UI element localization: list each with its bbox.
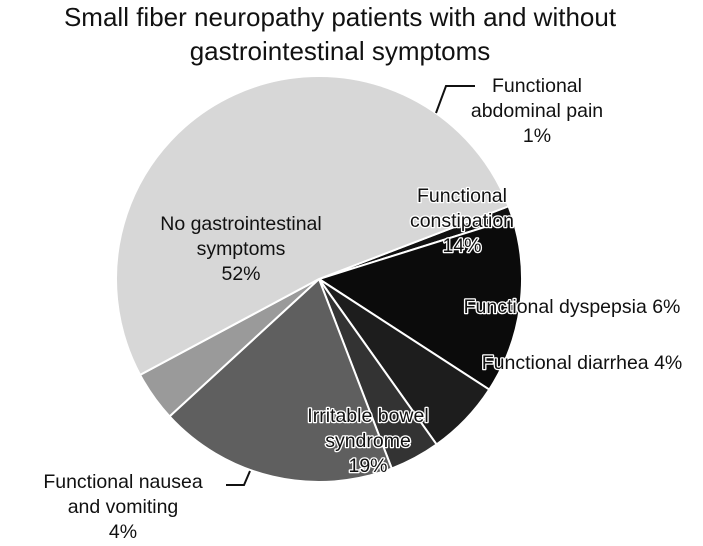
slice-label-functional-nausea-and-vomiting-line-1: Functional nausea bbox=[43, 471, 203, 493]
leader-line-functional-abdominal-pain bbox=[435, 85, 475, 114]
pie-slice-irritable-bowel-syndrome bbox=[168, 278, 393, 483]
slice-label-no-gastrointestinal-symptoms-line-1: No gastrointestinal bbox=[160, 213, 322, 235]
chart-title-line-1: Small fiber neuropathy patients with and… bbox=[63, 2, 617, 32]
slice-label-functional-constipation-line-2: constipation bbox=[410, 210, 514, 232]
slice-label-functional-nausea-and-vomiting-line-2: and vomiting bbox=[68, 496, 179, 518]
slice-label-functional-abdominal-pain-line-2: abdominal pain bbox=[471, 100, 603, 122]
slice-label-irritable-bowel-syndrome-line-3: 19% bbox=[348, 455, 387, 477]
pie-slice-no-gastrointestinal-symptoms bbox=[115, 75, 510, 376]
chart-title-line-2: gastrointestinal symptoms bbox=[189, 36, 491, 66]
slice-label-functional-abdominal-pain-line-3: 1% bbox=[523, 125, 551, 147]
pie-labels: Functional abdominal pain 1% Functional cons… bbox=[43, 75, 683, 543]
slice-label-functional-abdominal-pain-line-1: Functional bbox=[492, 75, 582, 97]
pie-slice-functional-constipation bbox=[318, 217, 523, 391]
slice-label-functional-nausea-and-vomiting-line-3: 4% bbox=[109, 521, 137, 543]
slice-label-functional-diarrhea-line-1: Functional diarrhea 4% bbox=[482, 352, 683, 374]
slice-label-functional-dyspepsia-line-1: Functional dyspepsia 6% bbox=[464, 296, 681, 318]
slice-label-functional-constipation-line-1: Functional bbox=[417, 185, 507, 207]
slice-label-no-gastrointestinal-symptoms-line-3: 52% bbox=[221, 263, 260, 285]
slice-label-functional-constipation-line-3: 14% bbox=[442, 235, 481, 257]
slice-label-irritable-bowel-syndrome-line-2: syndrome bbox=[325, 430, 411, 452]
slice-label-irritable-bowel-syndrome-line-1: Irritable bowel bbox=[307, 405, 428, 427]
chart-title: Small fiber neuropathy patients with and… bbox=[0, 0, 680, 68]
slice-label-no-gastrointestinal-symptoms-line-2: symptoms bbox=[197, 238, 286, 260]
leader-line-functional-nausea-and-vomiting bbox=[226, 470, 251, 486]
pie-slices bbox=[115, 75, 523, 483]
